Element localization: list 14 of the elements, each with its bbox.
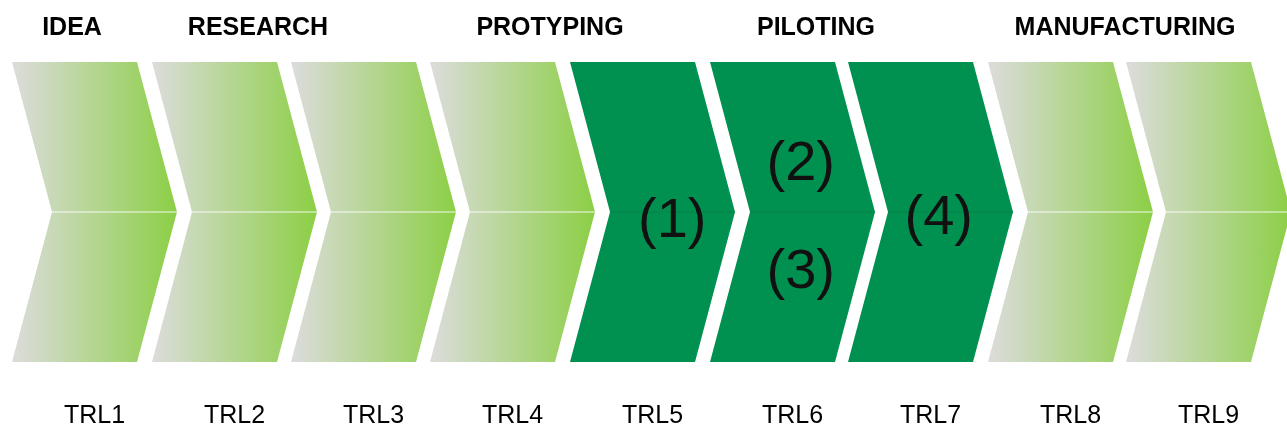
phase-heading: PROTYPING (476, 12, 624, 41)
trl-label: TRL2 (203, 400, 266, 429)
phase-heading: IDEA (42, 12, 102, 41)
trl-label: TRL8 (1039, 400, 1102, 429)
phase-heading: MANUFACTURING (1014, 12, 1236, 41)
trl-label: TRL5 (621, 400, 684, 429)
trl-label: TRL9 (1177, 400, 1240, 429)
trl-label: TRL6 (761, 400, 824, 429)
phase-heading: RESEARCH (187, 12, 329, 41)
trl-label: TRL1 (63, 400, 126, 429)
trl-label: TRL3 (342, 400, 405, 429)
phase-heading: PILOTING (756, 12, 876, 41)
trl-label: TRL7 (899, 400, 962, 429)
trl-label: TRL4 (481, 400, 544, 429)
